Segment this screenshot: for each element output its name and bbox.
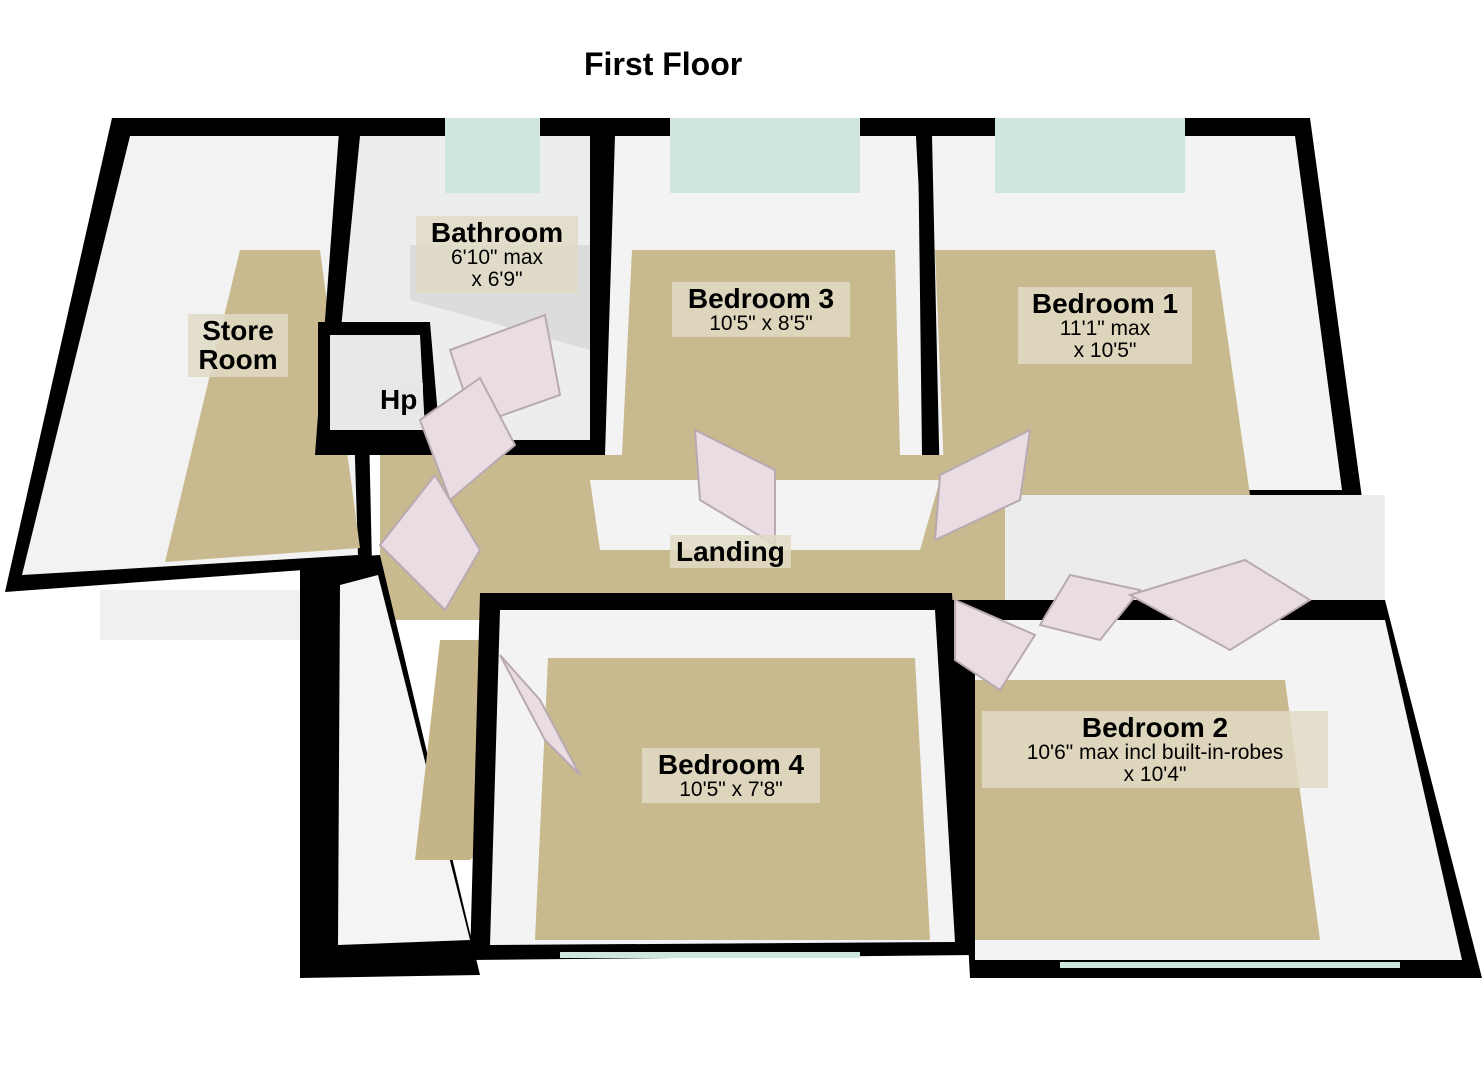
hp-label: Hp xyxy=(374,383,424,417)
window xyxy=(1060,962,1400,968)
room-name: Room xyxy=(198,344,278,376)
landing-label: Landing xyxy=(670,535,791,569)
room-name: Hp xyxy=(380,384,418,415)
room-dimension: 6'10" max xyxy=(450,246,543,270)
floor-title: First Floor xyxy=(584,46,743,82)
room-name: Bathroom xyxy=(430,217,564,248)
room-dimension: 10'5" x 8'5" xyxy=(709,312,813,336)
building-base xyxy=(100,590,360,640)
store-room-label: Store Room xyxy=(188,314,288,377)
room-dimension: x 10'5" xyxy=(1073,339,1137,363)
bedroom-4-label: Bedroom 4 10'5" x 7'8" xyxy=(642,748,820,804)
room-dimension: x 6'9" xyxy=(471,268,523,292)
room-name: Landing xyxy=(676,536,785,567)
room-name: Bedroom 2 xyxy=(1081,712,1229,743)
doors xyxy=(378,313,1312,776)
bedroom-3-label: Bedroom 3 10'5" x 8'5" xyxy=(672,282,850,338)
room-dimension: 10'5" x 7'8" xyxy=(679,778,783,802)
room-dimension: x 10'4" xyxy=(1123,763,1187,787)
room-dimension: 10'6" max incl built-in-robes xyxy=(1026,741,1284,765)
room-name: Bedroom 1 xyxy=(1031,288,1179,319)
window xyxy=(560,952,860,958)
bedroom-1-label: Bedroom 1 11'1" max x 10'5" xyxy=(1018,287,1192,365)
bedroom-2 xyxy=(950,600,1482,978)
bathroom-label: Bathroom 6'10" max x 6'9" xyxy=(416,216,578,294)
room-dimension: 11'1" max xyxy=(1059,317,1151,341)
bedroom-2-label: Bedroom 2 10'6" max incl built-in-robes … xyxy=(982,711,1328,789)
room-name: Store xyxy=(202,315,274,346)
room-name: Bedroom 4 xyxy=(657,749,805,780)
room-name: Bedroom 3 xyxy=(687,283,835,314)
